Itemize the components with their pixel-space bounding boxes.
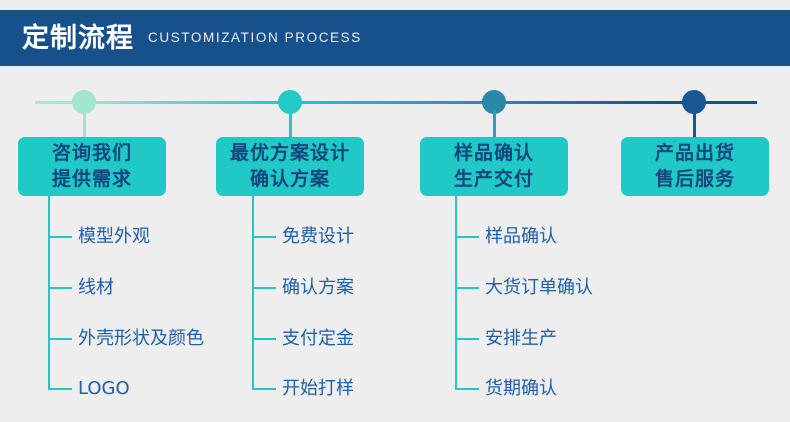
stage-1-sub-tick-1: [48, 236, 72, 238]
stage-2-sub-item-4[interactable]: 开始打样: [282, 378, 354, 399]
stage-1-connector: [83, 110, 86, 137]
stage-3-sub-spine: [455, 196, 457, 389]
stage-2-label-line-2: 确认方案: [249, 167, 330, 190]
stage-2-card[interactable]: 最优方案设计确认方案: [216, 137, 364, 196]
stage-3-connector: [493, 110, 496, 137]
stage-3-label-line-2: 生产交付: [453, 167, 534, 190]
stage-3-card[interactable]: 样品确认生产交付: [420, 137, 568, 196]
stage-3-sub-item-3[interactable]: 安排生产: [485, 328, 557, 349]
stage-3-sub-item-1[interactable]: 样品确认: [485, 226, 557, 247]
stage-3-label-line-1: 样品确认: [453, 141, 534, 164]
stage-1-sub-item-4[interactable]: LOGO: [78, 378, 130, 399]
stage-4-label-line-2: 售后服务: [654, 167, 735, 190]
stage-3-sub-tick-1: [455, 236, 479, 238]
stage-4-card[interactable]: 产品出货售后服务: [621, 137, 769, 196]
stage-1-label-line-2: 提供需求: [51, 167, 132, 190]
stage-1-sub-item-2[interactable]: 线材: [78, 277, 114, 298]
stage-1-sub-item-3[interactable]: 外壳形状及颜色: [78, 328, 204, 349]
stage-1-card[interactable]: 咨询我们提供需求: [18, 137, 166, 196]
stage-3-sub-tick-2: [455, 287, 479, 289]
stage-2-sub-item-1[interactable]: 免费设计: [282, 226, 354, 247]
stage-1-sub-tick-4: [48, 388, 72, 390]
stage-4-connector: [693, 110, 696, 137]
stage-3-sub-item-4[interactable]: 货期确认: [485, 378, 557, 399]
stage-2-sub-spine: [252, 196, 254, 389]
stage-4-label-line-1: 产品出货: [654, 141, 735, 164]
stage-2-sub-tick-2: [252, 287, 276, 289]
header-bar: 定制流程 CUSTOMIZATION PROCESS: [0, 10, 790, 66]
stage-2-sub-tick-4: [252, 388, 276, 390]
page-title: 定制流程: [22, 22, 134, 54]
stage-3-sub-tick-4: [455, 388, 479, 390]
stage-1-sub-item-1[interactable]: 模型外观: [78, 226, 150, 247]
stage-2-sub-tick-1: [252, 236, 276, 238]
stage-3-sub-item-2[interactable]: 大货订单确认: [485, 277, 593, 298]
stage-2-sub-item-2[interactable]: 确认方案: [282, 277, 354, 298]
stage-1-sub-spine: [48, 196, 50, 389]
stage-2-sub-item-3[interactable]: 支付定金: [282, 328, 354, 349]
stage-2-sub-tick-3: [252, 338, 276, 340]
page-subtitle: CUSTOMIZATION PROCESS: [148, 30, 362, 46]
stage-2-label-line-1: 最优方案设计: [229, 141, 350, 164]
stage-1-sub-tick-2: [48, 287, 72, 289]
timeline-track: [35, 101, 757, 104]
stage-1-label-line-1: 咨询我们: [51, 141, 132, 164]
stage-1-sub-tick-3: [48, 338, 72, 340]
stage-2-connector: [289, 110, 292, 137]
stage-3-sub-tick-3: [455, 338, 479, 340]
